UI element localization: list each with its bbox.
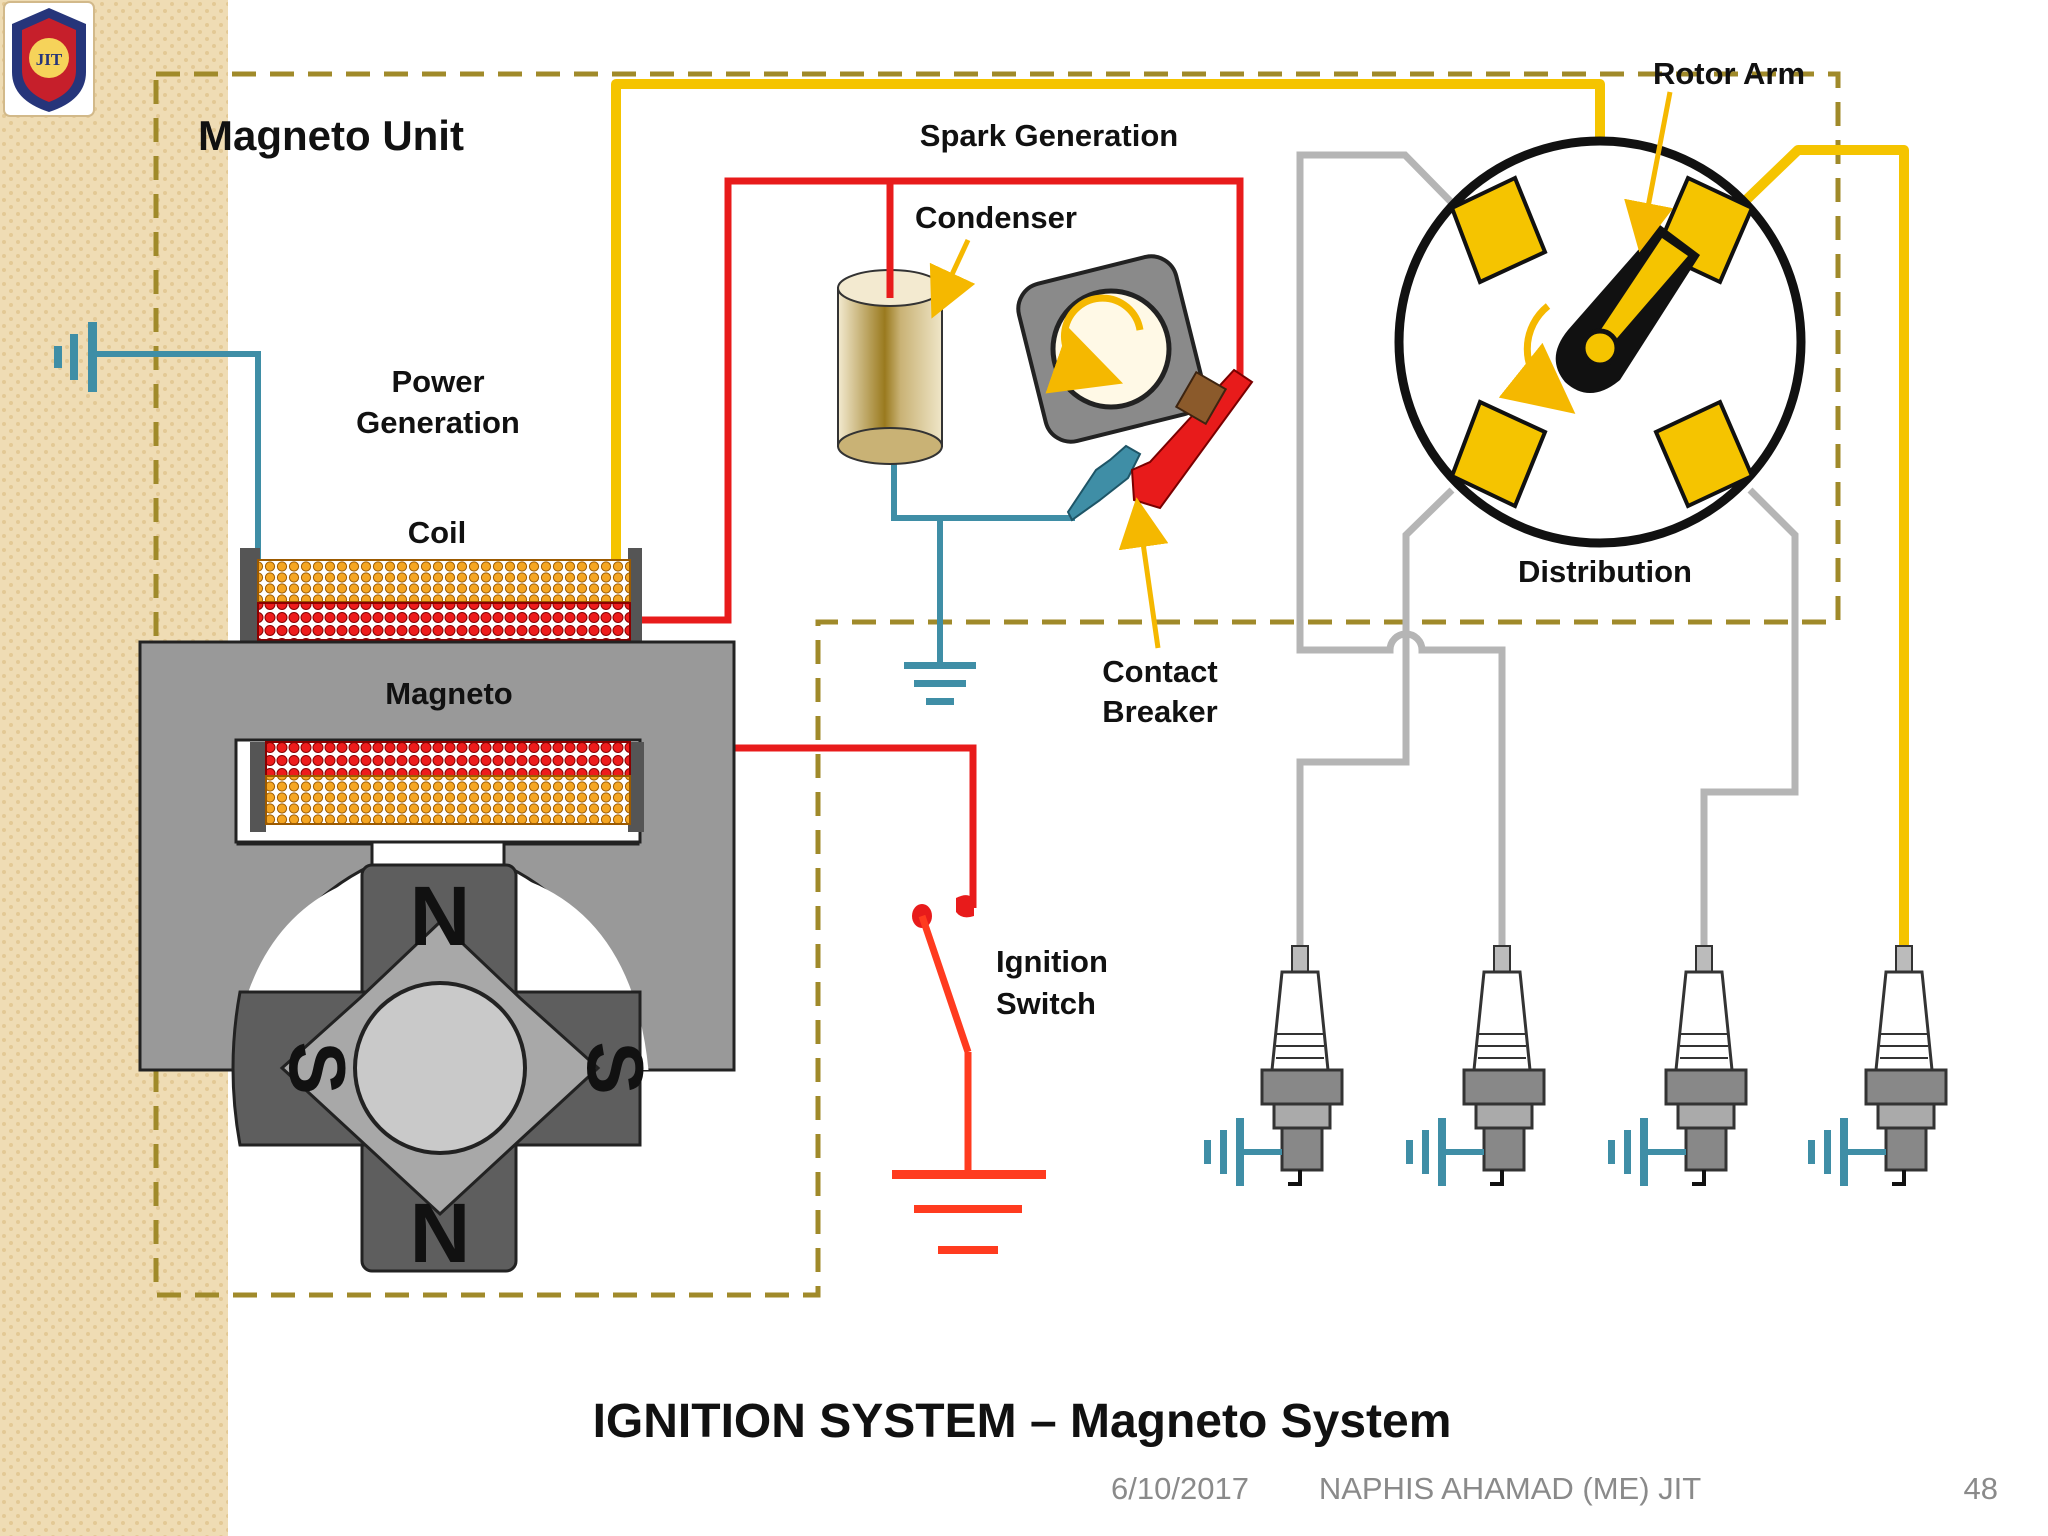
distributor-segment bbox=[1449, 175, 1548, 285]
magnet-hub bbox=[353, 981, 527, 1155]
ignition-switch[interactable] bbox=[892, 895, 1046, 1254]
pole-label-right: S bbox=[571, 1041, 660, 1094]
page-number: 48 bbox=[1964, 1471, 1998, 1506]
footer-author: NAPHIS AHAMAD (ME) JIT bbox=[1319, 1471, 1701, 1506]
power-generation-label-line2: Generation bbox=[356, 405, 520, 440]
footer-date: 6/10/2017 bbox=[1111, 1471, 1249, 1506]
ground-symbol-left bbox=[54, 322, 97, 392]
callout-arrows bbox=[929, 91, 1674, 649]
contact-breaker-label-line1: Contact bbox=[1102, 654, 1217, 689]
slide-title: IGNITION SYSTEM – Magneto System bbox=[593, 1395, 1452, 1448]
rotor-arm-label: Rotor Arm bbox=[1653, 56, 1805, 91]
ignition-switch-label-line2: Switch bbox=[996, 986, 1096, 1021]
pole-label-left: S bbox=[273, 1041, 362, 1094]
ground-wires bbox=[96, 351, 1075, 664]
coil-label: Coil bbox=[408, 515, 467, 550]
spark-plug-4 bbox=[1808, 945, 1948, 1186]
magneto-label: Magneto bbox=[385, 676, 512, 711]
spark-plug-1 bbox=[1204, 945, 1344, 1186]
ground-symbol-condenser bbox=[904, 662, 976, 705]
pole-label-top: N bbox=[410, 869, 471, 963]
distributor-segment bbox=[1449, 399, 1548, 509]
rotating-magnet: N N S S bbox=[231, 863, 660, 1280]
contact-breaker bbox=[1016, 254, 1254, 522]
condenser bbox=[837, 181, 943, 465]
magneto-unit-label: Magneto Unit bbox=[198, 112, 464, 159]
spark-generation-label: Spark Generation bbox=[920, 118, 1178, 153]
logo-icon: JIT bbox=[3, 1, 95, 117]
ignition-switch-label-line1: Ignition bbox=[996, 944, 1108, 979]
contact-breaker-label-line2: Breaker bbox=[1102, 694, 1217, 729]
power-generation-label-line1: Power bbox=[391, 364, 484, 399]
plug-leads bbox=[1296, 151, 1799, 948]
magneto-unit-border bbox=[153, 71, 1841, 1298]
distributor-segment bbox=[1653, 399, 1755, 509]
magneto-core bbox=[138, 640, 736, 1072]
condenser-label: Condenser bbox=[915, 200, 1077, 235]
spark-plug-2 bbox=[1406, 945, 1546, 1186]
logo-text: JIT bbox=[36, 50, 63, 69]
power-coil bbox=[240, 548, 642, 644]
distributor bbox=[1394, 136, 1806, 548]
distribution-label: Distribution bbox=[1518, 554, 1692, 589]
spark-plug-3 bbox=[1608, 945, 1748, 1186]
pole-label-bottom: N bbox=[410, 1186, 471, 1280]
